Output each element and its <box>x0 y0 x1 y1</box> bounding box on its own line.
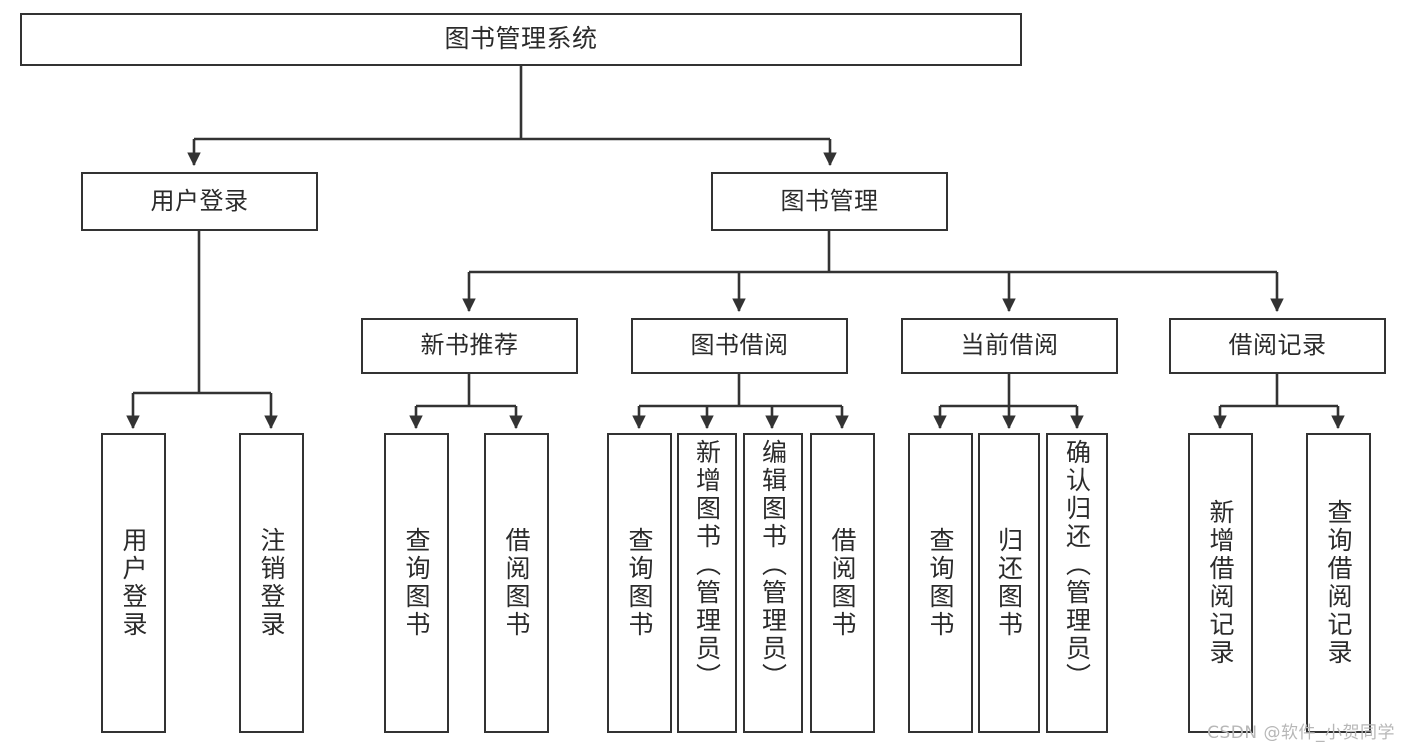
node-label: 查询图书 <box>402 527 431 639</box>
node-label: 新书推荐 <box>420 331 519 360</box>
leaf-logout[interactable]: 注销登录 <box>239 433 304 733</box>
leaf-record-query-record[interactable]: 查询借阅记录 <box>1306 433 1371 733</box>
node-user-login[interactable]: 用户登录 <box>81 172 318 231</box>
node-label: 新增借阅记录 <box>1206 499 1235 667</box>
node-label: 图书管理系统 <box>444 24 598 54</box>
node-root-system[interactable]: 图书管理系统 <box>20 13 1022 66</box>
node-book-management[interactable]: 图书管理 <box>711 172 948 231</box>
watermark-text: CSDN @软件_小贺同学 <box>1207 723 1395 743</box>
leaf-newbook-query-book[interactable]: 查询图书 <box>384 433 449 733</box>
node-label: 图书管理 <box>780 186 879 215</box>
node-label: 用户登录 <box>150 186 249 215</box>
node-label: 当前借阅 <box>960 331 1059 360</box>
leaf-borrow-query-book[interactable]: 查询图书 <box>607 433 672 733</box>
leaf-current-confirm-return-admin[interactable]: 确认归还（管理员） <box>1046 433 1108 733</box>
node-label: 确认归还（管理员） <box>1062 439 1092 691</box>
leaf-borrow-add-book-admin[interactable]: 新增图书（管理员） <box>677 433 737 733</box>
leaf-newbook-borrow-book[interactable]: 借阅图书 <box>484 433 549 733</box>
node-label: 注销登录 <box>257 527 286 639</box>
node-label: 编辑图书（管理员） <box>758 439 788 691</box>
node-book-borrow[interactable]: 图书借阅 <box>631 318 848 374</box>
node-new-book-recommend[interactable]: 新书推荐 <box>361 318 578 374</box>
node-current-borrow[interactable]: 当前借阅 <box>901 318 1118 374</box>
leaf-current-query-book[interactable]: 查询图书 <box>908 433 973 733</box>
node-label: 归还图书 <box>994 527 1024 639</box>
node-label: 借阅记录 <box>1228 331 1327 360</box>
node-label: 查询图书 <box>625 527 654 639</box>
node-label: 借阅图书 <box>828 527 857 639</box>
leaf-user-login[interactable]: 用户登录 <box>101 433 166 733</box>
leaf-record-add-record[interactable]: 新增借阅记录 <box>1188 433 1253 733</box>
node-label: 图书借阅 <box>690 331 789 360</box>
node-label: 借阅图书 <box>502 527 531 639</box>
leaf-current-return-book[interactable]: 归还图书 <box>978 433 1040 733</box>
leaf-borrow-edit-book-admin[interactable]: 编辑图书（管理员） <box>743 433 803 733</box>
leaf-borrow-borrow-book[interactable]: 借阅图书 <box>810 433 875 733</box>
node-label: 新增图书（管理员） <box>692 439 722 691</box>
node-label: 查询图书 <box>926 527 955 639</box>
node-borrow-record[interactable]: 借阅记录 <box>1169 318 1386 374</box>
node-label: 用户登录 <box>119 527 148 639</box>
node-label: 查询借阅记录 <box>1324 499 1353 667</box>
